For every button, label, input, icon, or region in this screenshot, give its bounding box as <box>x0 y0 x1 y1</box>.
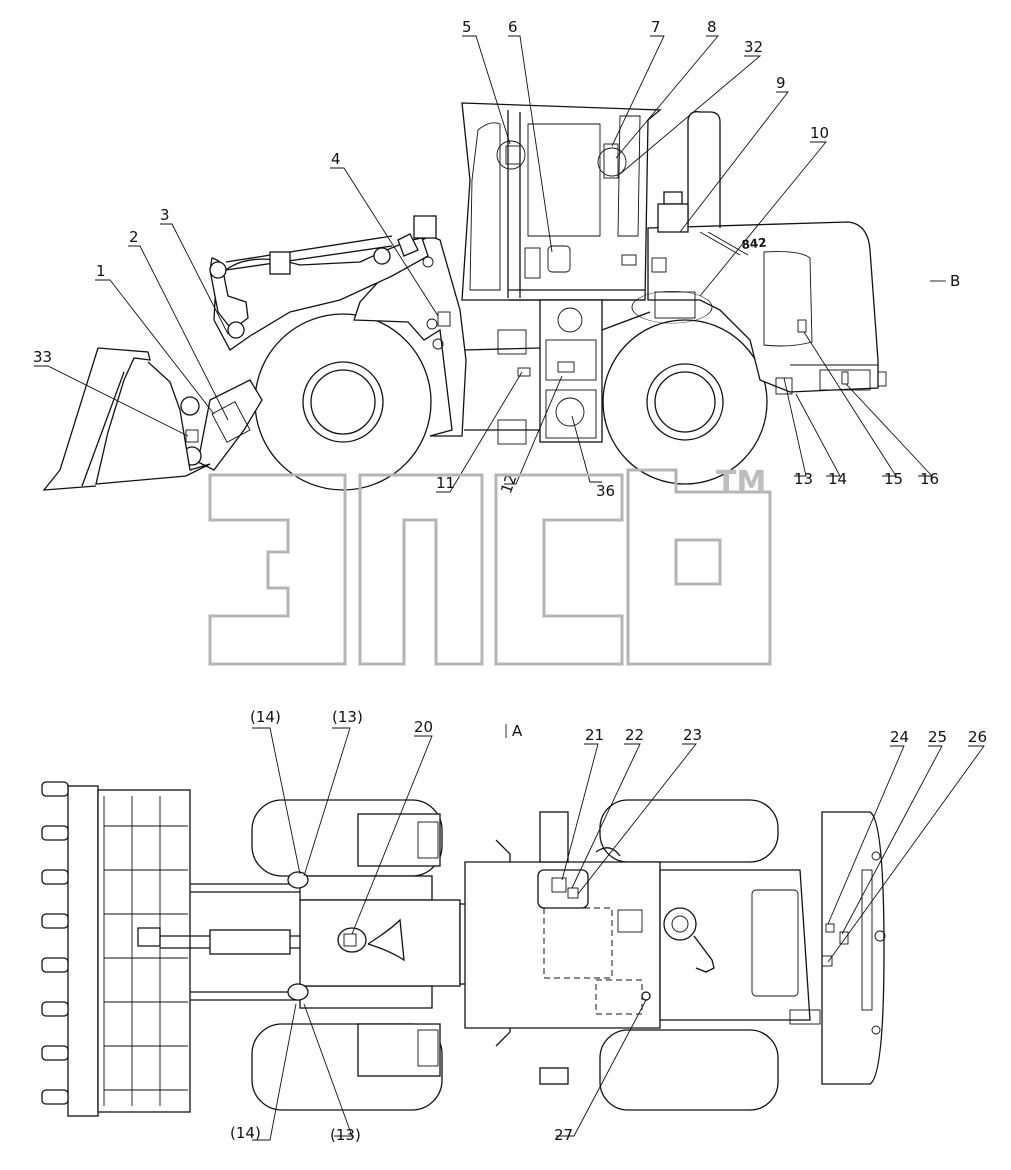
top-rear-frame <box>464 811 811 1085</box>
model-badge: 842 <box>741 235 767 252</box>
bucket <box>42 347 211 491</box>
callout-16: 16 <box>920 470 939 488</box>
front-wheel <box>254 313 432 491</box>
engine-hood <box>647 221 887 393</box>
view-marker-b: B <box>950 272 960 290</box>
side-view-callouts: 1 2 3 4 5 6 7 8 32 9 10 33 11 <box>33 18 939 500</box>
callout-33: 33 <box>33 348 52 366</box>
cab <box>461 102 662 301</box>
view-marker-a: A <box>512 722 523 740</box>
callout-13: 13 <box>794 470 813 488</box>
loader-top-view: A <box>41 722 886 1117</box>
callout-7: 7 <box>651 18 661 36</box>
callout-32: 32 <box>744 38 763 56</box>
watermark-trademark: TM <box>716 465 766 500</box>
callout-15: 15 <box>884 470 903 488</box>
bucket-teeth <box>41 781 69 1105</box>
callout-top-14: (14) <box>250 708 281 726</box>
callout-4: 4 <box>331 150 341 168</box>
decal-markers <box>505 143 807 395</box>
top-tyres <box>251 799 779 1111</box>
watermark-logo: TM <box>208 465 772 666</box>
top-boom <box>160 871 461 1009</box>
callout-27: 27 <box>554 1126 573 1144</box>
callout-11: 11 <box>436 474 455 492</box>
callout-2: 2 <box>129 228 139 246</box>
boom <box>180 215 437 471</box>
callout-12: 12 <box>497 472 520 496</box>
loader-side-view: 842 B <box>42 102 960 491</box>
callout-23: 23 <box>683 726 702 744</box>
callout-21: 21 <box>585 726 604 744</box>
top-bucket <box>41 781 191 1117</box>
callout-top-13: (13) <box>332 708 363 726</box>
callout-36: 36 <box>596 482 615 500</box>
callout-6: 6 <box>508 18 518 36</box>
callout-10: 10 <box>810 124 829 142</box>
callout-8: 8 <box>707 18 717 36</box>
callout-14: 14 <box>828 470 847 488</box>
callout-3: 3 <box>160 206 170 224</box>
exhaust-pipe <box>657 111 721 233</box>
callout-1: 1 <box>96 262 106 280</box>
callout-20: 20 <box>414 718 433 736</box>
callout-22: 22 <box>625 726 644 744</box>
rear-wheel <box>602 319 768 485</box>
callout-bottom-14: (14) <box>230 1124 261 1142</box>
callout-9: 9 <box>776 74 786 92</box>
callout-25: 25 <box>928 728 947 746</box>
callout-bottom-13: (13) <box>330 1126 361 1144</box>
top-counterweight <box>789 811 886 1085</box>
callout-24: 24 <box>890 728 909 746</box>
callout-5: 5 <box>462 18 472 36</box>
top-view-callouts: (14) (13) 20 21 22 23 24 25 26 (14) (13)… <box>230 708 987 1144</box>
callout-26: 26 <box>968 728 987 746</box>
frame <box>463 299 651 445</box>
